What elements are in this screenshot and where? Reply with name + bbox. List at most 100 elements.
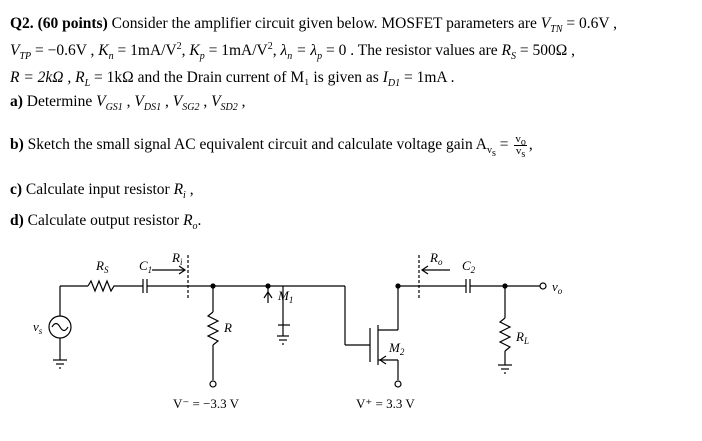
kp-symbol: K: [189, 42, 200, 59]
question-points: (60 points): [37, 15, 108, 32]
part-c-text: Calculate input resistor: [25, 181, 170, 198]
m2-transistor: [344, 286, 402, 388]
lambda-p-sub: p: [317, 51, 323, 63]
vtn-value: = 0.6V ,: [566, 15, 618, 32]
ri-label: Ri: [171, 250, 183, 267]
m1-transistor: [263, 286, 290, 345]
rs-resistor: [87, 279, 120, 293]
ri-sub: i: [183, 190, 186, 202]
ro-sub: o: [192, 221, 198, 233]
ri-symbol: R: [173, 181, 184, 198]
vds1-sub: DS1: [143, 102, 162, 114]
r-resistor: [206, 286, 220, 388]
junction-dot-m1: [265, 283, 271, 289]
rs-symbol: R: [501, 42, 511, 59]
signal-source-vs: [48, 286, 72, 369]
c1-label: C1: [139, 258, 152, 275]
kp-sup: 2: [267, 40, 273, 52]
question-line-2: VTP = −0.6V , Kn = 1mA/V2, Kp = 1mA/V2, …: [10, 40, 575, 63]
vsd2-sub: SD2: [220, 102, 238, 114]
sep-1: ,: [122, 93, 135, 110]
kn-value: = 1mA/V: [117, 42, 177, 59]
rl-label: RL: [515, 329, 529, 346]
vminus-label: V⁻ = −3.3 V: [173, 396, 240, 411]
gain-numerator: vo: [514, 133, 527, 149]
vsg2-sub: SG2: [182, 102, 200, 114]
part-d-label: d): [10, 212, 24, 229]
part-b-text: Sketch the small signal AC equivalent ci…: [27, 136, 473, 154]
lambda-symbol: λ: [280, 42, 288, 59]
m1-label: M1: [277, 288, 293, 305]
kp-value: = 1mA/V: [208, 42, 268, 59]
kn-symbol: K: [98, 42, 109, 59]
part-d: d) Calculate output resistor Ro.: [10, 211, 202, 233]
part-a-text: Determine: [26, 93, 93, 110]
gain-fraction: vo vs: [514, 133, 527, 161]
part-b-tail: ,: [528, 136, 533, 154]
rs-sub: S: [510, 51, 516, 63]
rl-resistor: [498, 286, 512, 374]
vtn-symbol: V: [540, 15, 551, 32]
lambda-n-sub: n: [287, 51, 293, 63]
lambda-value: = 0 .: [326, 42, 355, 59]
ro-symbol: R: [183, 212, 193, 229]
ri-indicator: [152, 255, 189, 300]
part-a: a) Determine VGS1 , VDS1 , VSG2 , VSD2 ,: [10, 92, 246, 114]
r-line: R = 2kΩ , R: [10, 69, 85, 86]
part-c: c) Calculate input resistor Ri ,: [10, 180, 194, 202]
vds1-symbol: V: [134, 93, 144, 110]
question-line-1: Q2. (60 points) Consider the amplifier c…: [10, 14, 618, 36]
part-c-tail: ,: [185, 181, 194, 198]
kn-sub: n: [108, 51, 114, 63]
junction-dot-r: [210, 283, 216, 289]
id-sub: D1: [387, 78, 401, 90]
sep-3: ,: [199, 93, 212, 110]
vtp-symbol: V: [10, 42, 20, 59]
vtp-sub: TP: [19, 51, 32, 63]
part-a-tail: ,: [237, 93, 246, 110]
ro-label: Ro: [429, 250, 443, 267]
vo-label: vo: [552, 279, 563, 296]
part-c-label: c): [10, 181, 23, 198]
rs-value: = 500Ω ,: [519, 42, 575, 59]
question-intro: Consider the amplifier circuit given bel…: [111, 15, 537, 32]
kp-sub: p: [199, 51, 205, 63]
gain-symbol: A: [475, 136, 487, 154]
junction-dot-rl: [502, 283, 508, 289]
sep-2: ,: [161, 93, 173, 110]
c2-label: C2: [462, 258, 476, 275]
vtn-sub: TN: [550, 24, 563, 36]
id-symbol: I: [382, 69, 388, 86]
rs-label: RS: [95, 258, 109, 275]
id-value: = 1mA .: [404, 69, 455, 86]
gain-eq: =: [499, 136, 509, 154]
c1-capacitor: [120, 279, 170, 293]
gain-sub: vs: [486, 145, 496, 160]
vs-label: vs: [33, 319, 43, 336]
part-a-label: a): [10, 93, 23, 110]
m2-label: M2: [388, 340, 405, 357]
vgs1-symbol: V: [96, 93, 106, 110]
question-line-3: R = 2kΩ , RL = 1kΩ and the Drain current…: [10, 68, 455, 90]
r-label: R: [223, 320, 232, 335]
vsd2-symbol: V: [211, 93, 221, 110]
lambda-eq: = λ: [296, 42, 318, 59]
rl-sub: L: [84, 78, 91, 90]
vtp-value: = −0.6V ,: [35, 42, 95, 59]
junction-dot-m2: [395, 283, 401, 289]
part-d-text: Calculate output resistor: [27, 212, 180, 229]
part-b-label: b): [10, 136, 24, 154]
drain-text: and the Drain current of M₁ is given as: [137, 69, 379, 86]
gain-subsub: s: [491, 148, 496, 160]
vplus-label: V⁺ = 3.3 V: [356, 396, 415, 411]
part-d-tail: .: [197, 212, 202, 229]
kn-sup: 2: [176, 40, 182, 52]
part-b: b) Sketch the small signal AC equivalent…: [10, 133, 533, 161]
vsg2-symbol: V: [172, 93, 183, 110]
ro-indicator: [418, 255, 450, 300]
vgs1-sub: GS1: [105, 102, 123, 114]
gain-denominator: vs: [515, 145, 526, 161]
rl-value: = 1kΩ: [94, 69, 134, 86]
resistor-intro: The resistor values are: [357, 42, 498, 59]
